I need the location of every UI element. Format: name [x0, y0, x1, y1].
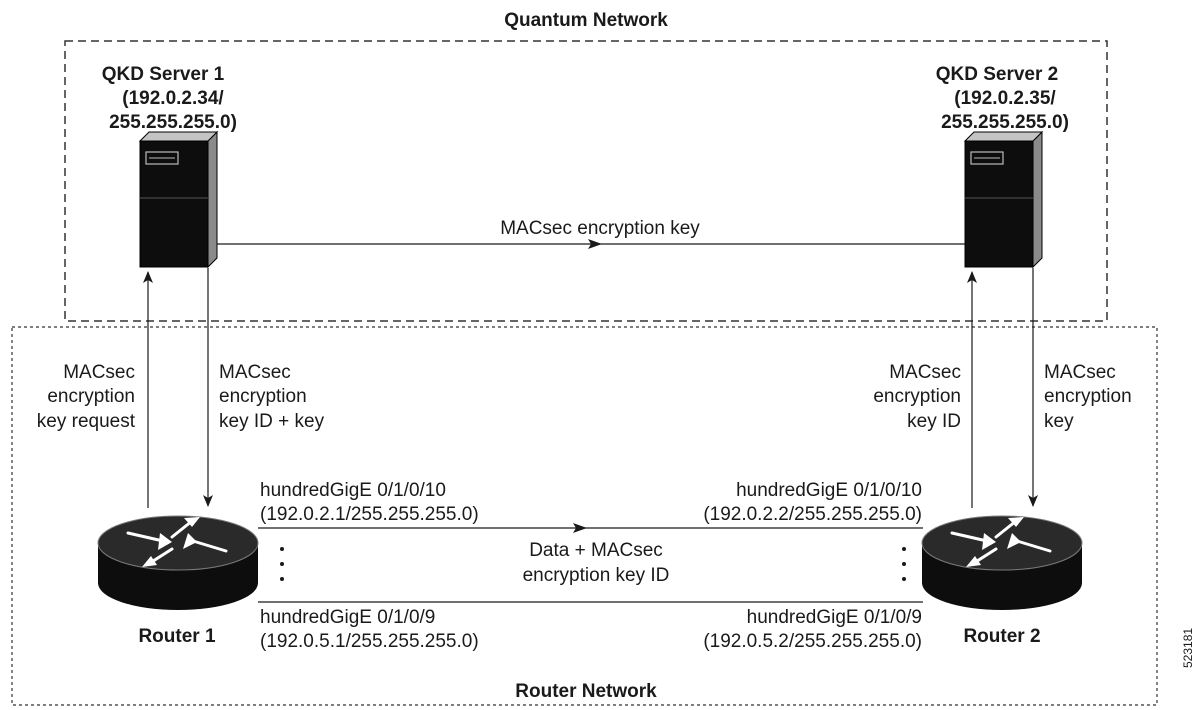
r2-down-label-line2: encryption	[1044, 386, 1132, 407]
figure-id: 523181	[1181, 628, 1195, 668]
quantum-network-title: Quantum Network	[504, 10, 668, 31]
r1-interface-ellipsis	[280, 547, 284, 581]
r2-up-label-line1: MACsec	[889, 362, 961, 383]
r2-down-label-line1: MACsec	[1044, 362, 1116, 383]
bottom-link-r2-ip: (192.0.5.2/255.255.255.0)	[703, 631, 922, 652]
qkd-server-2-ip-line2: 255.255.255.0)	[941, 112, 1069, 133]
qkd-server-2-ip-line1: (192.0.2.35/	[954, 88, 1056, 109]
top-link-r2-iface: hundredGigE 0/1/0/10	[736, 480, 922, 501]
r1-response-label-line1: MACsec	[219, 362, 291, 383]
server-tower-icon	[963, 130, 1044, 269]
top-link-r1-iface: hundredGigE 0/1/0/10	[260, 480, 446, 501]
r2-up-label: MACsec encryption key ID	[873, 362, 961, 432]
r1-response-label-line3: key ID + key	[219, 411, 325, 432]
qkd-server-2: QKD Server 2 (192.0.2.35/ 255.255.255.0)	[936, 64, 1069, 269]
r1-request-label: MACsec encryption key request	[37, 362, 136, 432]
r2-down-label-line3: key	[1044, 411, 1074, 432]
router-2: Router 2	[921, 515, 1083, 647]
bottom-link-r1-iface: hundredGigE 0/1/0/9	[260, 607, 435, 628]
data-label-line2: encryption key ID	[523, 565, 670, 586]
r2-up-label-line3: key ID	[907, 411, 961, 432]
r2-interface-ellipsis	[902, 547, 906, 581]
data-label-line1: Data + MACsec	[529, 540, 663, 561]
bottom-link-r2-iface: hundredGigE 0/1/0/9	[747, 607, 922, 628]
r1-request-label-line2: encryption	[47, 386, 135, 407]
qkd-server-2-name: QKD Server 2	[936, 64, 1059, 85]
r1-request-label-line1: MACsec	[63, 362, 135, 383]
router-network-title: Router Network	[515, 681, 657, 702]
qkd-server-1-ip-line2: 255.255.255.0)	[109, 112, 237, 133]
router-1-name: Router 1	[138, 626, 216, 647]
router-2-name: Router 2	[963, 626, 1040, 647]
r1-response-label: MACsec encryption key ID + key	[219, 362, 325, 432]
r2-down-label: MACsec encryption key	[1044, 362, 1132, 432]
qkd-server-1-ip-line1: (192.0.2.34/	[122, 88, 224, 109]
r2-up-label-line2: encryption	[873, 386, 961, 407]
bottom-link-r1-ip: (192.0.5.1/255.255.255.0)	[260, 631, 479, 652]
r1-response-label-line2: encryption	[219, 386, 307, 407]
server-tower-icon	[138, 130, 219, 269]
router-icon	[97, 515, 259, 610]
qkd-server-1-name: QKD Server 1	[102, 64, 225, 85]
top-link-r1-ip: (192.0.2.1/255.255.255.0)	[260, 504, 479, 525]
quantum-network-boundary	[64, 40, 1108, 322]
router-1: Router 1	[97, 515, 259, 647]
r1-request-label-line3: key request	[37, 411, 136, 432]
router-network-boundary	[11, 326, 1158, 706]
router-icon	[921, 515, 1083, 610]
top-link-r2-ip: (192.0.2.2/255.255.255.0)	[703, 504, 922, 525]
qkd-server-1: QKD Server 1 (192.0.2.34/ 255.255.255.0)	[102, 64, 237, 269]
server-link-label: MACsec encryption key	[500, 218, 700, 239]
